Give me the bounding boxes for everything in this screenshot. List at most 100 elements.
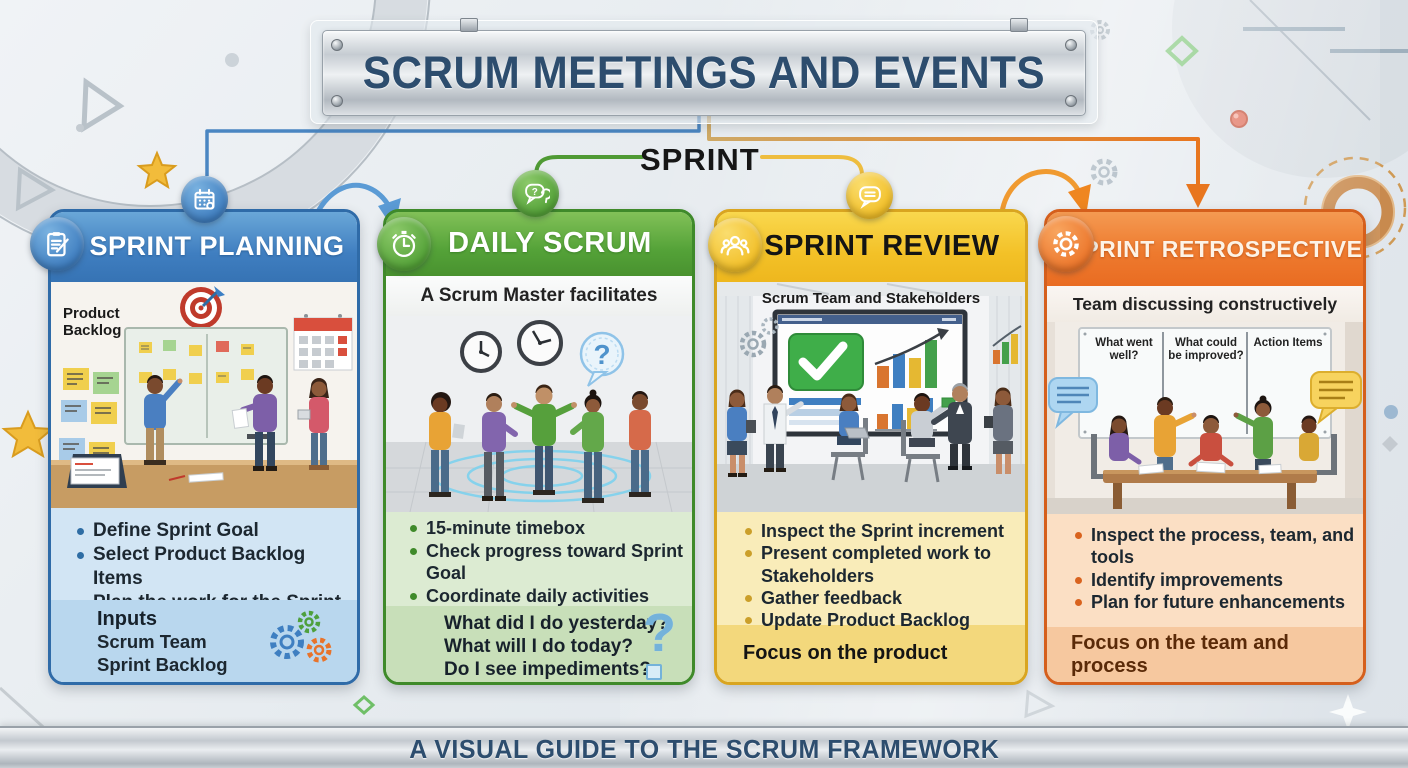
person xyxy=(511,384,577,495)
arrowhead-icon xyxy=(1068,184,1091,216)
yellow-speech-bubble-icon xyxy=(1310,371,1362,425)
bullet: 15-minute timebox xyxy=(406,517,688,540)
page-title: SCRUM MEETINGS AND EVENTS xyxy=(362,47,1046,98)
chat-question-icon: ? xyxy=(512,170,559,217)
svg-text:?: ? xyxy=(593,339,610,370)
seated-person xyxy=(1091,415,1142,479)
sprint-retrospective-card: SPRINT RETROSPECTIVE Team discussing con… xyxy=(1044,209,1366,685)
plate-clip xyxy=(460,18,478,32)
person xyxy=(297,378,329,470)
bullet: Present completed work to Stakeholders xyxy=(741,542,1021,587)
card-title: DAILY SCRUM xyxy=(448,227,652,260)
arrowhead-down-icon xyxy=(1186,184,1210,208)
person xyxy=(727,389,756,477)
board-column-label: What could be improved? xyxy=(1168,337,1244,363)
gear-icon xyxy=(1038,216,1094,272)
daily-scrum-card: DAILY SCRUM A Scrum Master facilitates xyxy=(383,209,695,685)
bullet: Inspect the Sprint increment xyxy=(741,520,1021,542)
question-bubble-icon: ? xyxy=(579,331,625,387)
sprint-planning-illustration: Product Backlog xyxy=(51,282,357,508)
seated-person xyxy=(831,393,870,481)
inputs-line: Scrum Team xyxy=(97,631,207,652)
person xyxy=(429,392,465,497)
inputs-line: Sprint Backlog xyxy=(97,653,228,675)
person xyxy=(1233,395,1273,470)
bullet: Define Sprint Goal xyxy=(73,519,351,543)
sprint-cycle-label: SPRINT xyxy=(640,142,760,177)
inputs-panel: Inputs Scrum Team Sprint Backlog xyxy=(51,600,357,682)
card-title: SPRINT PLANNING xyxy=(89,231,345,262)
bullet: Coordinate daily activities xyxy=(406,585,688,608)
person xyxy=(931,383,972,470)
bullet: Update Product Backlog xyxy=(741,609,1021,631)
connector-to-retrospective xyxy=(707,116,1200,186)
question-mark-icon: ? xyxy=(643,603,676,663)
svg-text:?: ? xyxy=(531,186,537,197)
product-backlog-label: Product Backlog xyxy=(63,305,122,339)
question-line: Do I see impediments? xyxy=(444,659,651,681)
footer-text: A VISUAL GUIDE TO THE SCRUM FRAMEWORK xyxy=(408,733,1000,764)
clock-icon xyxy=(517,320,563,366)
sprint-review-card: SPRINT REVIEW xyxy=(714,209,1028,685)
bullet: Identify improvements xyxy=(1071,569,1359,591)
calendar-icon xyxy=(181,176,228,223)
person xyxy=(763,385,804,472)
sprint-retrospective-header: SPRINT RETROSPECTIVE xyxy=(1047,212,1363,286)
question-line: What will I do today? xyxy=(444,636,633,658)
sprint-retrospective-illustration: What went well? What could be improved? … xyxy=(1047,322,1363,514)
board-column-label: What went well? xyxy=(1095,337,1153,363)
wall-chart-icon xyxy=(992,325,1022,364)
daily-scrum-header: DAILY SCRUM xyxy=(386,212,692,276)
question-line: What did I do yesterday? xyxy=(444,613,669,634)
question-chip-icon xyxy=(646,664,662,680)
seated-person xyxy=(1188,415,1234,467)
notebook xyxy=(188,472,224,483)
bullet: Plan for future enhancements xyxy=(1071,591,1359,613)
daily-scrum-bullets: 15-minute timebox Check progress toward … xyxy=(386,512,692,629)
speech-bubble-icon xyxy=(846,172,893,219)
person xyxy=(482,393,518,501)
daily-scrum-illustration: ? xyxy=(386,316,692,512)
board-column-label: Action Items xyxy=(1253,337,1323,349)
bullet: Check progress toward Sprint Goal xyxy=(406,540,688,585)
person xyxy=(629,391,651,497)
seated-person xyxy=(1299,415,1337,475)
arrow-review-to-retrospective xyxy=(999,168,1083,215)
person xyxy=(144,375,183,465)
person xyxy=(231,375,277,471)
gears-icon xyxy=(270,610,332,663)
sprint-review-bullets: Inspect the Sprint increment Present com… xyxy=(717,512,1025,630)
clock-icon xyxy=(460,331,502,373)
bar-chart-icon xyxy=(874,328,949,388)
team-icon xyxy=(708,218,762,272)
blue-speech-bubble-icon xyxy=(1048,377,1098,429)
bullet: Select Product Backlog Items xyxy=(73,543,351,591)
daily-scrum-subtitle: A Scrum Master facilitates xyxy=(386,276,692,316)
gear-decoration-icon xyxy=(1090,158,1118,186)
scrum-team-stakeholders-label: Scrum Team and Stakeholders xyxy=(761,290,981,307)
desk-calendar-icon xyxy=(67,454,127,488)
retrospective-focus-banner: Focus on the team and process xyxy=(1047,627,1363,682)
connector-to-planning xyxy=(205,116,701,176)
card-title: SPRINT REVIEW xyxy=(764,230,1000,263)
sprint-planning-card: SPRINT PLANNING xyxy=(48,209,360,685)
connector-sprint-label-to-review xyxy=(760,155,864,186)
review-focus-banner: Focus on the product xyxy=(717,625,1025,682)
stopwatch-icon xyxy=(377,217,431,271)
daily-questions-panel: What did I do yesterday? What will I do … xyxy=(386,606,692,682)
retrospective-subtitle: Team discussing constructively xyxy=(1047,286,1363,322)
seated-person xyxy=(901,393,956,483)
table xyxy=(1103,461,1317,509)
sprint-retrospective-bullets: Inspect the process, team, and tools Ide… xyxy=(1047,514,1363,627)
wall-sticky-cluster xyxy=(59,368,119,464)
footer-banner: A VISUAL GUIDE TO THE SCRUM FRAMEWORK xyxy=(0,726,1408,768)
gears-decoration-icon xyxy=(739,317,779,358)
plate-clip xyxy=(1010,18,1028,32)
sprint-planning-header: SPRINT PLANNING xyxy=(51,212,357,282)
person xyxy=(984,387,1013,474)
connector-daily-to-sprint-label xyxy=(534,155,644,178)
person xyxy=(570,389,604,503)
sprint-review-header: SPRINT REVIEW xyxy=(717,212,1025,282)
title-plate: SCRUM MEETINGS AND EVENTS xyxy=(322,30,1086,116)
